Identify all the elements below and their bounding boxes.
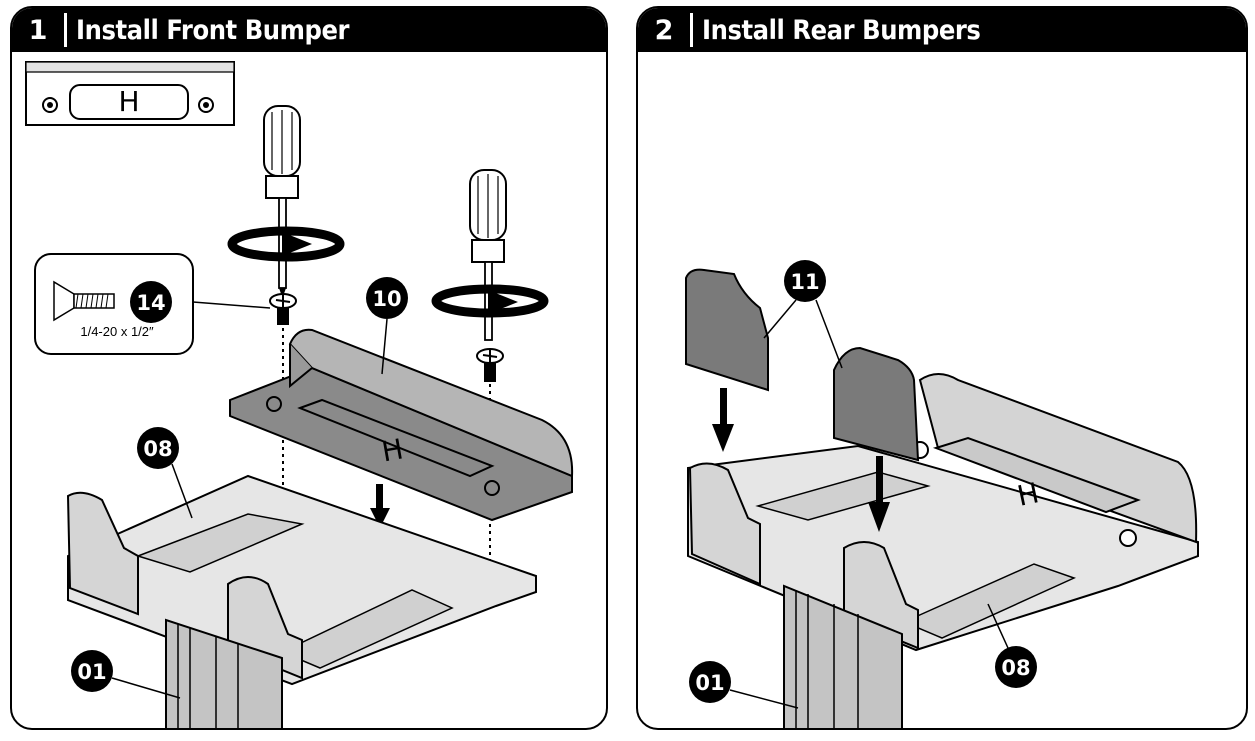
callout-08: 08 xyxy=(143,437,172,461)
step-1-illustration: H 14 1/4-20 x 1/2″ xyxy=(25,61,574,728)
callout-14: 14 xyxy=(136,291,165,315)
screw-icon xyxy=(269,293,297,325)
step-1-number: 1 xyxy=(28,14,48,46)
step-2-panel: 2 Install Rear Bumpers H 11 xyxy=(636,6,1248,730)
callout-11: 11 xyxy=(790,270,819,294)
step-2-number: 2 xyxy=(654,14,674,46)
rotation-arrow-icon xyxy=(431,284,549,318)
step-2-title: Install Rear Bumpers xyxy=(702,14,981,46)
header-divider xyxy=(690,13,693,47)
post-01 xyxy=(783,584,903,728)
hardware-box: 14 1/4-20 x 1/2″ xyxy=(34,253,271,355)
rotation-arrow-icon xyxy=(227,226,345,262)
post-01 xyxy=(165,618,283,728)
down-arrow-icon xyxy=(712,388,734,452)
step-2-header: 2 Install Rear Bumpers xyxy=(638,8,1246,52)
screw-icon xyxy=(476,348,504,382)
tray-08: H xyxy=(687,373,1199,652)
step-2-illustration: H 11 08 01 xyxy=(685,260,1199,728)
step-1-header: 1 Install Front Bumper xyxy=(12,8,606,52)
callout-01: 01 xyxy=(77,660,106,684)
screwdriver-icon xyxy=(263,105,301,298)
label-tag-letter: H xyxy=(118,85,139,118)
front-bumper-bracket: H xyxy=(229,328,574,522)
down-arrow-icon xyxy=(868,456,890,532)
hardware-size: 1/4-20 x 1/2″ xyxy=(80,324,154,339)
step-1-panel: 1 Install Front Bumper H 14 1/4-20 x xyxy=(10,6,608,730)
rear-bumper-right xyxy=(833,346,920,462)
callout-01: 01 xyxy=(695,671,724,695)
header-divider xyxy=(64,13,67,47)
step-1-title: Install Front Bumper xyxy=(76,14,350,46)
down-arrow-icon xyxy=(370,484,390,528)
label-tag-icon: H xyxy=(25,61,235,126)
callout-08: 08 xyxy=(1001,656,1030,680)
callout-10: 10 xyxy=(372,287,401,311)
screw-icon xyxy=(53,280,115,322)
rear-bumper-left xyxy=(685,268,769,392)
